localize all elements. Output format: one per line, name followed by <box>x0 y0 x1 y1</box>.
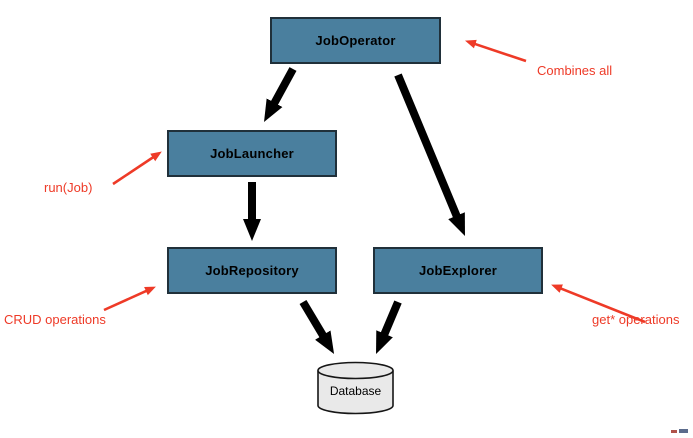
node-jobexplorer-label: JobExplorer <box>418 263 498 278</box>
corner-mark-red <box>671 430 677 433</box>
corner-mark <box>671 429 689 433</box>
annotation-arrow-run-job <box>112 151 162 186</box>
annotation-get-operations: get* operations <box>592 312 680 327</box>
node-joblauncher-label: JobLauncher <box>210 146 294 161</box>
annotation-arrow-crud-operations <box>103 286 156 312</box>
annotation-combines-all: Combines all <box>537 63 613 78</box>
node-joboperator-label: JobOperator <box>315 33 396 48</box>
edge-jobexplorer-database <box>376 300 402 355</box>
database-label: Database <box>329 384 382 398</box>
edge-joboperator-joblauncher <box>264 67 297 123</box>
node-jobexplorer: JobExplorer <box>373 247 543 294</box>
edge-jobrepository-database <box>299 299 335 354</box>
node-joboperator: JobOperator <box>270 17 441 64</box>
corner-mark-blue <box>679 429 688 433</box>
node-jobrepository-label: JobRepository <box>205 263 299 278</box>
annotation-arrow-combines-all <box>465 39 527 63</box>
annotation-crud-operations: CRUD operations <box>4 312 106 327</box>
annotation-run-job: run(Job) <box>44 180 93 195</box>
edge-joboperator-jobexplorer <box>394 73 465 236</box>
node-jobrepository: JobRepository <box>167 247 337 294</box>
node-joblauncher: JobLauncher <box>167 130 337 177</box>
